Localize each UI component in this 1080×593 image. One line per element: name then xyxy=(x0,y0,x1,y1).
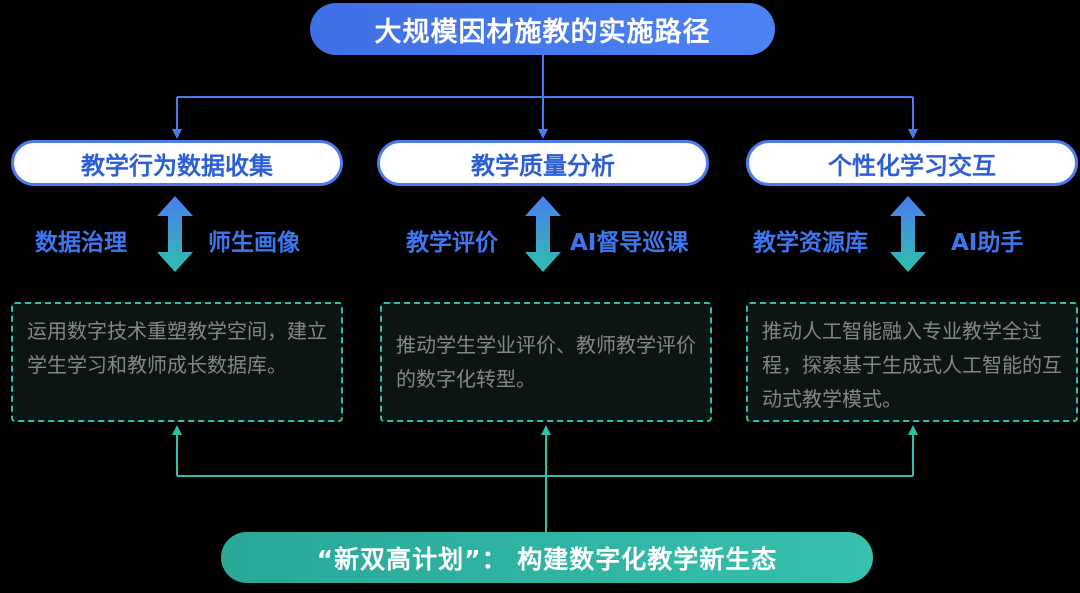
double-arrow-icon xyxy=(890,196,926,272)
footer-banner: “新双高计划”： 构建数字化教学新生态 xyxy=(221,532,873,583)
column-header-quality-analysis: 教学质量分析 xyxy=(377,140,709,186)
label-teacher-student-profile: 师生画像 xyxy=(208,230,300,256)
label-resource-library: 教学资源库 xyxy=(753,230,868,256)
label-ai-supervision: AI督导巡课 xyxy=(570,230,689,256)
label-ai-assistant: AI助手 xyxy=(951,230,1024,256)
description-box-personalized-learning: 推动人工智能融入专业教学全过程，探索基于生成式人工智能的互动式教学模式。 xyxy=(746,302,1078,422)
double-arrow-icon xyxy=(157,196,193,272)
description-box-quality-analysis: 推动学生学业评价、教师教学评价的数字化转型。 xyxy=(380,302,712,422)
double-arrow-icon xyxy=(525,196,561,272)
description-box-data-collection: 运用数字技术重塑教学空间，建立学生学习和教师成长数据库。 xyxy=(11,302,343,422)
column-header-personalized-learning: 个性化学习交互 xyxy=(746,140,1078,186)
diagram-title: 大规模因材施教的实施路径 xyxy=(310,3,775,55)
column-header-data-collection: 教学行为数据收集 xyxy=(11,140,343,186)
label-teaching-evaluation: 教学评价 xyxy=(406,230,498,256)
label-data-governance: 数据治理 xyxy=(35,230,127,256)
